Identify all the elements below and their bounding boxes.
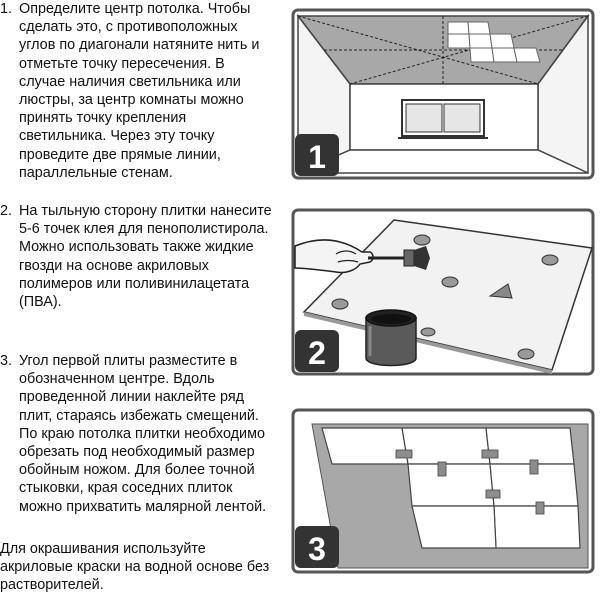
- step-1-line: Определите центр потолка. Чтобы: [19, 1, 251, 17]
- step-2-line: (ПВА).: [19, 294, 62, 311]
- step-1-line: углов по диагонали натяните нить и: [19, 37, 260, 54]
- footer-line: Для окрашивания используйте: [0, 541, 206, 557]
- footer-line: растворителей.: [0, 577, 104, 594]
- step-3-line: плит, стараясь избежать смещений.: [19, 407, 259, 424]
- step-1-line: принять точку крепления: [19, 110, 187, 127]
- step-3-line: обойным ножом. Для более точной: [19, 462, 255, 479]
- step-2-line: гвозди на основе акриловых: [19, 257, 209, 274]
- hand-with-brush-icon: [294, 239, 430, 274]
- floor: [297, 149, 589, 174]
- masking-tape: [395, 449, 545, 515]
- step-1-line: отметьте точку пересечения. В: [19, 55, 225, 72]
- step-1-illustration: 1: [291, 8, 595, 180]
- footer-note: Для окрашивания используйте акриловые кр…: [0, 540, 292, 595]
- step-2-line: Можно использовать также жидкие: [19, 239, 254, 256]
- step-3-number: 3.: [0, 353, 13, 369]
- step-2-badge: 2: [295, 330, 339, 372]
- step-1-badge-number: 1: [308, 139, 326, 175]
- step-1-number: 1.: [0, 1, 13, 17]
- ceiling-tiles: [447, 21, 541, 63]
- glue-dots: [331, 234, 559, 360]
- placed-tiles: [321, 427, 581, 549]
- step-2-badge-number: 2: [308, 335, 326, 371]
- glue-bucket-icon: [365, 309, 417, 367]
- step-3-line: Угол первой плиты разместите в: [19, 353, 238, 369]
- step-1-badge: 1: [295, 134, 339, 176]
- step-1-body: Определите центр потолка. Чтобы сделать …: [19, 0, 287, 182]
- step-2-line: На тыльную сторону плитки нанесите: [19, 203, 272, 219]
- step-1-line: светильника. Через эту точку: [19, 128, 215, 145]
- diagonal-threads: [297, 15, 589, 85]
- footer-line: акриловые краски на водной основе без: [0, 559, 270, 576]
- step-1-line: люстры, за центр комнаты можно: [19, 92, 244, 109]
- step-2-body: На тыльную сторону плитки нанесите 5-6 т…: [19, 202, 287, 311]
- step-1-line: проведите две прямые линии,: [19, 146, 221, 163]
- step-3-line: стыковки, края соседних плиток: [19, 480, 233, 497]
- step-1-line: параллельные стенам.: [19, 164, 173, 181]
- step-3-line: проведенной линии наклейте ряд: [19, 389, 245, 406]
- step-2-number: 2.: [0, 203, 13, 219]
- step-1-line: случае наличия светильника или: [19, 73, 241, 90]
- step-3-line: можно прихватить малярной лентой.: [19, 498, 267, 515]
- step-3-line: По краю потолка плитки необходимо: [19, 425, 265, 442]
- triangle-mark: [488, 283, 513, 299]
- step-3-badge-number: 3: [308, 531, 326, 567]
- step-3-illustration: 3: [291, 408, 595, 574]
- step-3-body: Угол первой плиты разместите в обозначен…: [19, 352, 287, 516]
- window: [398, 99, 488, 139]
- step-3-line: обозначенном центре. Вдоль: [19, 371, 215, 388]
- step-2-line: 5-6 точек клея для пенополистирола.: [19, 221, 269, 238]
- step-2-line: полимеров или поливинилацетата: [19, 275, 250, 292]
- step-3-badge: 3: [295, 526, 339, 568]
- step-3-line: обрезать под необходимый размер: [19, 444, 255, 461]
- step-1-line: сделать это, с противоположных: [19, 19, 238, 36]
- step-2-illustration: 2: [291, 208, 595, 376]
